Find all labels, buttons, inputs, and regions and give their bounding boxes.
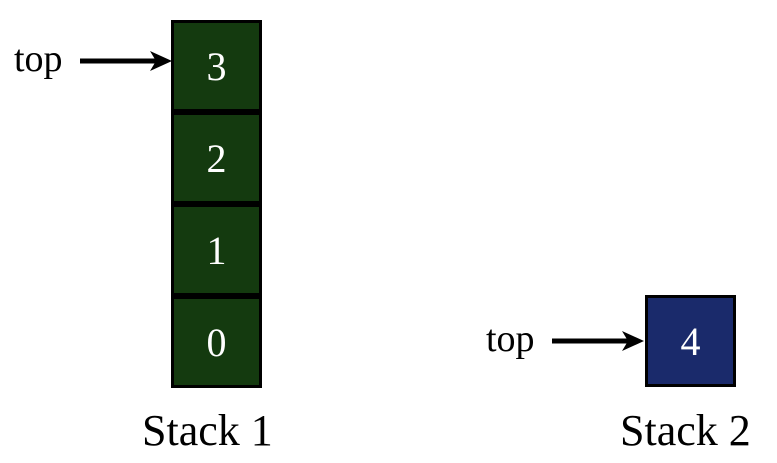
stack-2-top-label: top [486,318,535,360]
stack-1-top-label: top [14,38,63,80]
stack-2-top-arrow-icon [552,331,644,351]
stack-1-top-arrow-icon [80,51,172,71]
stack-1-cell-2: 2 [171,112,262,204]
stack-2-cell-4: 4 [645,295,736,387]
stack-1-cell-1: 1 [171,204,262,296]
stack-1-cell-3: 3 [171,20,262,112]
stack-1-caption: Stack 1 [142,406,273,455]
stack-2-caption: Stack 2 [620,406,751,455]
stack-1-cell-0: 0 [171,296,262,388]
